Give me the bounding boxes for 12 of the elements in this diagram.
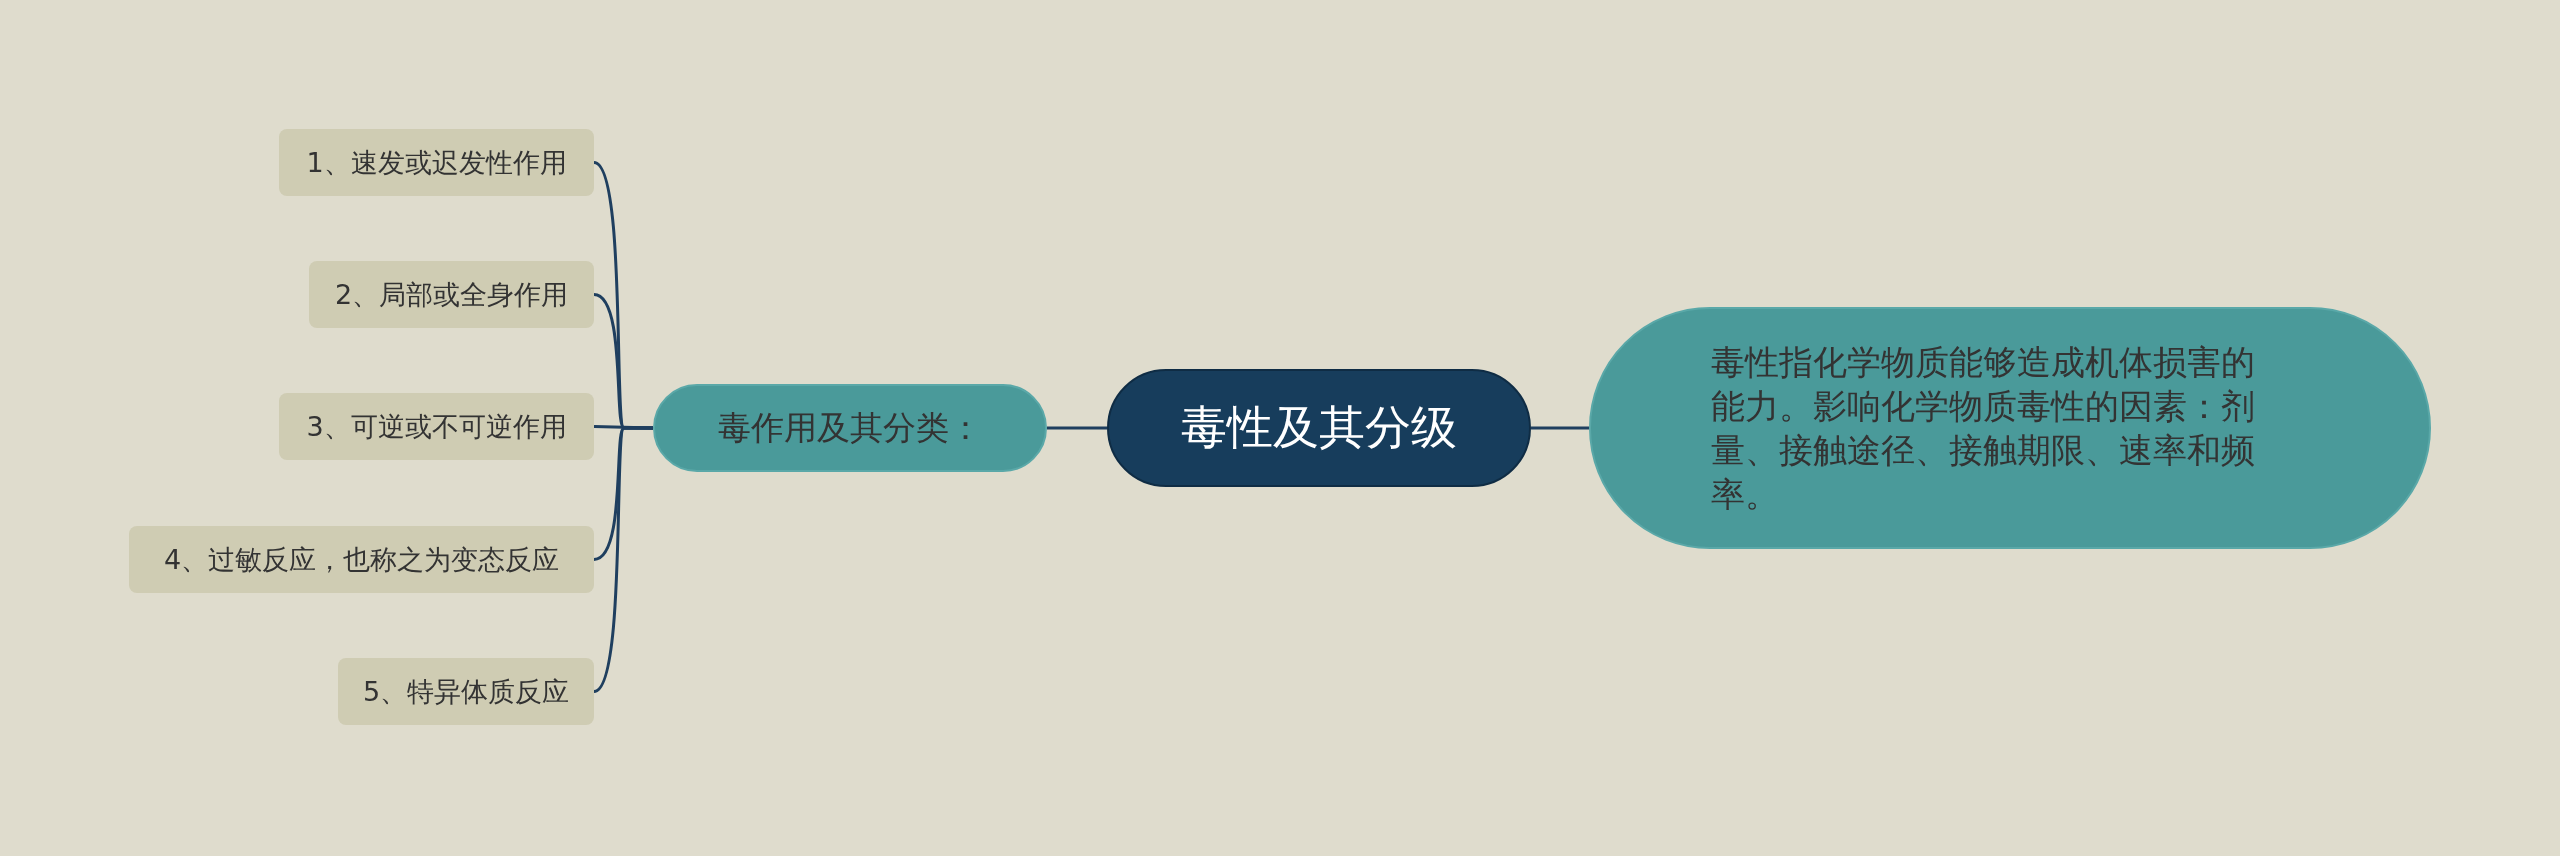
leaf-topic: 4、过敏反应，也称之为变态反应 [129,526,594,593]
subtopic-bubble: 毒作用及其分类： [653,384,1047,472]
leaf-topic: 3、可逆或不可逆作用 [279,393,594,460]
connector-line [1047,426,1107,430]
connector-line [593,425,654,430]
description-bubble: 毒性指化学物质能够造成机体损害的能力。影响化学物质毒性的因素：剂量、接触途径、接触期限、速率和频率。 [1589,307,2431,549]
central-topic: 毒性及其分级 [1107,369,1531,487]
connector-line [593,426,653,693]
leaf-topic: 2、局部或全身作用 [309,261,594,328]
leaf-topic: 1、速发或迟发性作用 [279,129,594,196]
leaf-topic: 5、特异体质反应 [338,658,594,725]
connector-line [1531,426,1589,430]
